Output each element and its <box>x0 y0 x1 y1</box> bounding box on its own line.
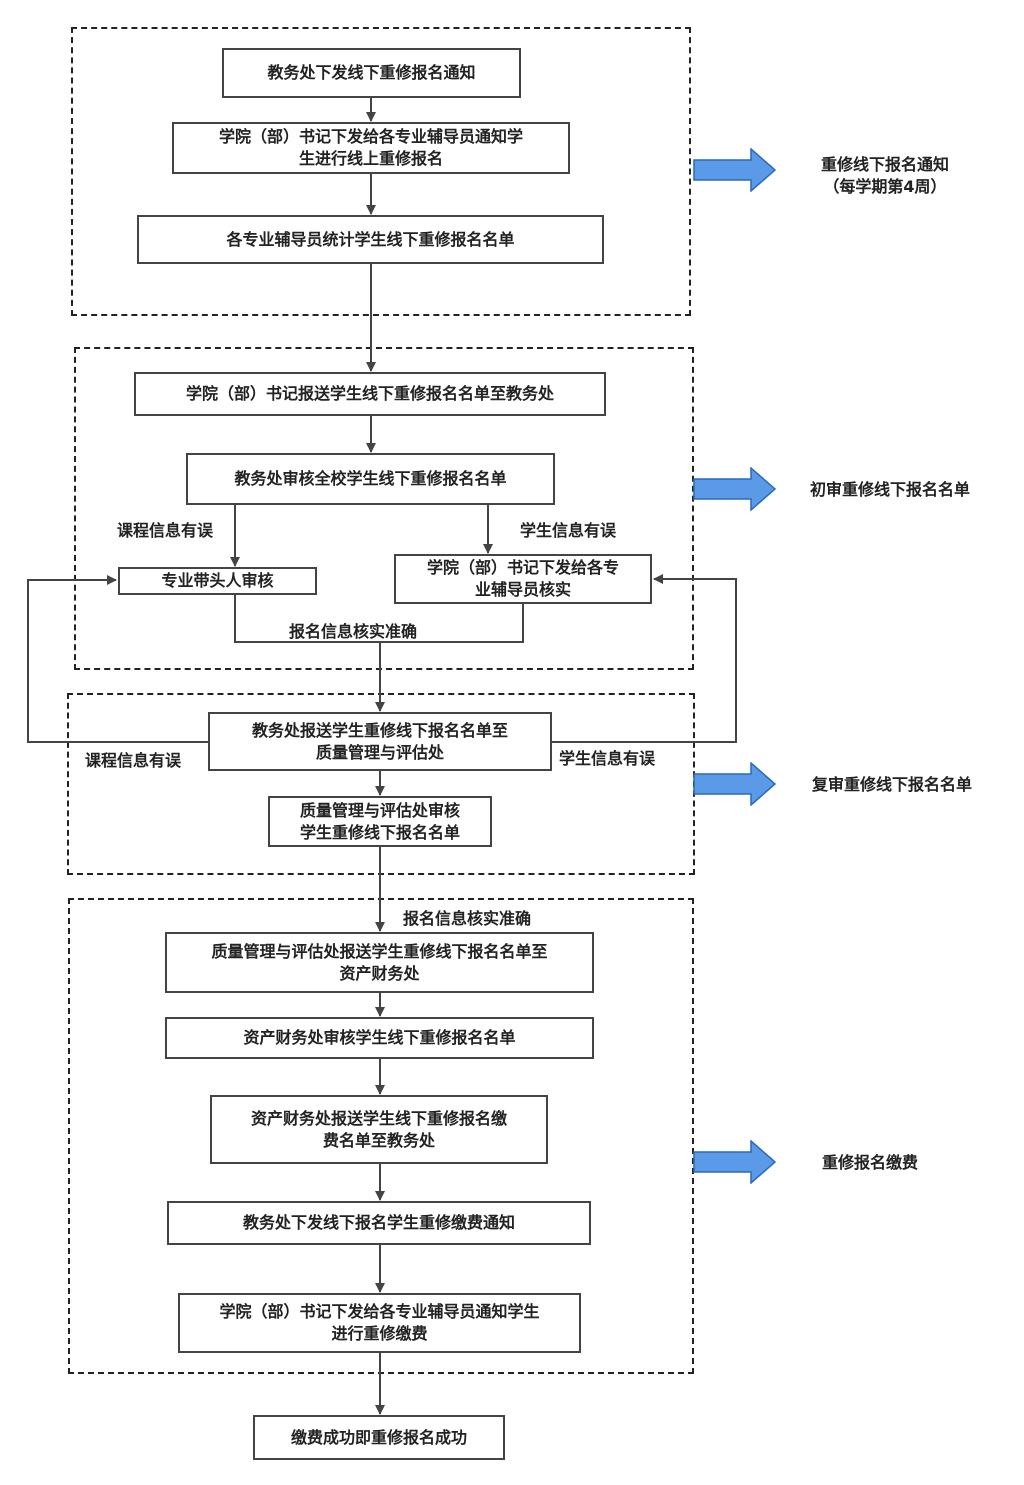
edge-label-student-error: 学生信息有误 <box>520 521 617 540</box>
step-quality-office-review: 质量管理与评估处审核 学生重修线下报名名单 <box>268 796 492 847</box>
step-counselors-compile-list: 各专业辅导员统计学生线下重修报名名单 <box>137 215 604 264</box>
phase-group-notification <box>71 27 691 316</box>
edge-label-verified-2: 报名信息核实准确 <box>403 909 532 928</box>
stage-arrow-icon <box>693 762 777 806</box>
step-program-leader-review: 专业带头人审核 <box>118 567 317 595</box>
step-secretary-notify-counselors: 学院（部）书记下发给各专业辅导员通知学 生进行线上重修报名 <box>172 122 570 174</box>
stage-label-initial-review: 初审重修线下报名名单 <box>809 480 970 499</box>
stage-label-payment: 重修报名缴费 <box>821 1153 918 1172</box>
step-academic-office-review: 教务处审核全校学生线下重修报名名单 <box>186 453 555 505</box>
step-finance-review: 资产财务处审核学生线下重修报名名单 <box>165 1017 594 1059</box>
step-issue-payment-notice: 教务处下发线下报名学生重修缴费通知 <box>167 1201 591 1245</box>
edge-label-course-error: 课程信息有误 <box>117 521 214 540</box>
stage-label-notification: 重修线下报名通知 （每学期第4周） <box>820 155 949 196</box>
edge-n8-back-n6 <box>27 575 208 743</box>
edge-label-course-error-return: 课程信息有误 <box>85 751 182 770</box>
step-payment-success: 缴费成功即重修报名成功 <box>253 1415 505 1460</box>
edge-label-verified: 报名信息核实准确 <box>289 622 418 641</box>
step-secretary-verify: 学院（部）书记下发给各专 业辅导员核实 <box>394 554 652 604</box>
step-secretary-submit-list: 学院（部）书记报送学生线下重修报名名单至教务处 <box>134 372 606 416</box>
step-notify-students-pay: 学院（部）书记下发给各专业辅导员通知学生 进行重修缴费 <box>178 1293 581 1353</box>
stage-arrow-icon <box>693 148 777 192</box>
step-quality-submit-to-finance: 质量管理与评估处报送学生重修线下报名名单至 资产财务处 <box>165 932 594 993</box>
edge-n8-back-n7 <box>552 574 737 743</box>
step-finance-submit-payment-list: 资产财务处报送学生线下重修报名缴 费名单至教务处 <box>210 1095 548 1164</box>
step-submit-to-quality-office: 教务处报送学生重修线下报名名单至 质量管理与评估处 <box>208 712 552 771</box>
stage-arrow-icon <box>693 1140 777 1184</box>
step-issue-notice: 教务处下发线下重修报名通知 <box>222 48 521 98</box>
phase-group-initial-review <box>74 347 694 670</box>
edge-label-student-error-return: 学生信息有误 <box>559 749 656 768</box>
stage-arrow-icon <box>693 467 777 511</box>
stage-label-second-review: 复审重修线下报名名单 <box>811 775 972 794</box>
